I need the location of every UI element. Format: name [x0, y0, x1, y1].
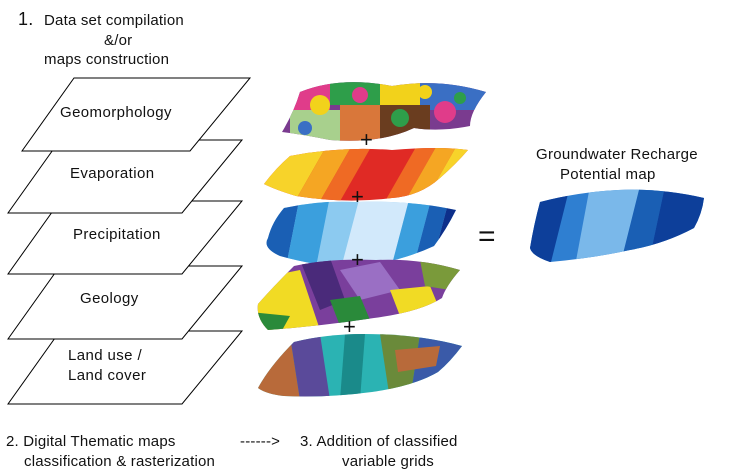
step1-line3: maps construction — [44, 51, 170, 68]
step1-line1: Data set compilation — [44, 12, 184, 29]
step3-line2: variable grids — [342, 453, 435, 470]
step1-line2: &/or — [104, 32, 133, 49]
layer-label-geomorphology: Geomorphology — [60, 104, 172, 121]
step1-number: 1. — [18, 9, 34, 29]
step3-line1: 3. Addition of classified — [300, 433, 458, 450]
step2-line2: classification & rasterization — [24, 453, 216, 470]
layer-label-precipitation: Precipitation — [73, 226, 161, 243]
map-geomorphology — [282, 82, 486, 141]
plus-operator-2: + — [351, 184, 364, 209]
layer-label-landuse-1: Land use / — [68, 347, 143, 364]
layer-label-evaporation: Evaporation — [70, 165, 155, 182]
equals-operator: = — [478, 220, 496, 253]
result-title-line2: Potential map — [560, 166, 656, 183]
plus-operator-4: + — [343, 314, 356, 339]
map-result — [530, 189, 704, 262]
layer-label-geology: Geology — [80, 290, 139, 307]
result-title-line1: Groundwater Recharge — [536, 146, 698, 163]
map-landuse — [258, 334, 462, 397]
step-arrow: ------> — [240, 433, 281, 450]
plus-operator-3: + — [351, 247, 364, 272]
step2-line1: 2. Digital Thematic maps — [6, 433, 176, 450]
layer-label-landuse-2: Land cover — [68, 367, 147, 384]
plus-operator-1: + — [360, 127, 373, 152]
layer-geomorphology-plane — [21, 77, 252, 152]
